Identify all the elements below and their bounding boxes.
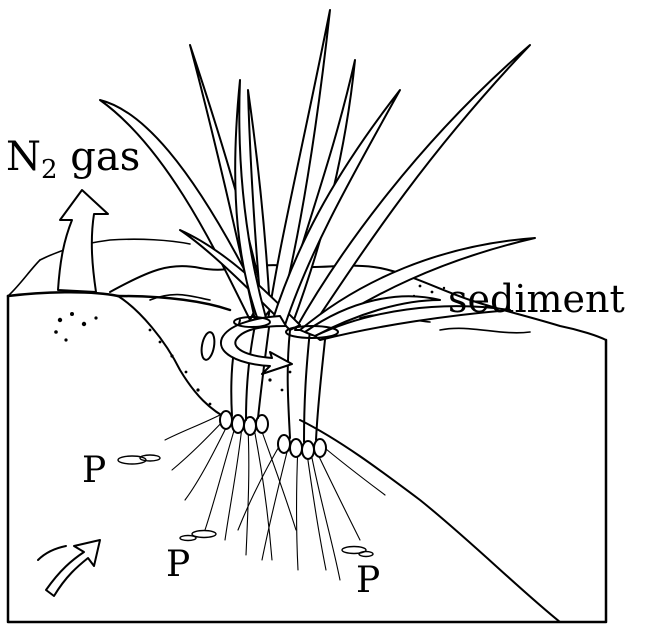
gas-label-rest: gas (58, 134, 141, 180)
root-crowns (220, 411, 326, 459)
sediment-label: sediment (448, 277, 625, 321)
phosphorus-particles (118, 455, 373, 557)
phosphorus-label-1: P (82, 450, 106, 491)
phosphorus-label-3: P (356, 560, 380, 601)
water-flow-arrow (200, 316, 292, 374)
plant-roots (165, 414, 385, 580)
gas-label: N2 gas (6, 134, 140, 185)
inflow-arrow (38, 540, 100, 596)
phosphorus-label-2: P (166, 544, 190, 585)
gas-label-subscript: 2 (41, 155, 58, 185)
gas-label-main: N (6, 134, 41, 180)
